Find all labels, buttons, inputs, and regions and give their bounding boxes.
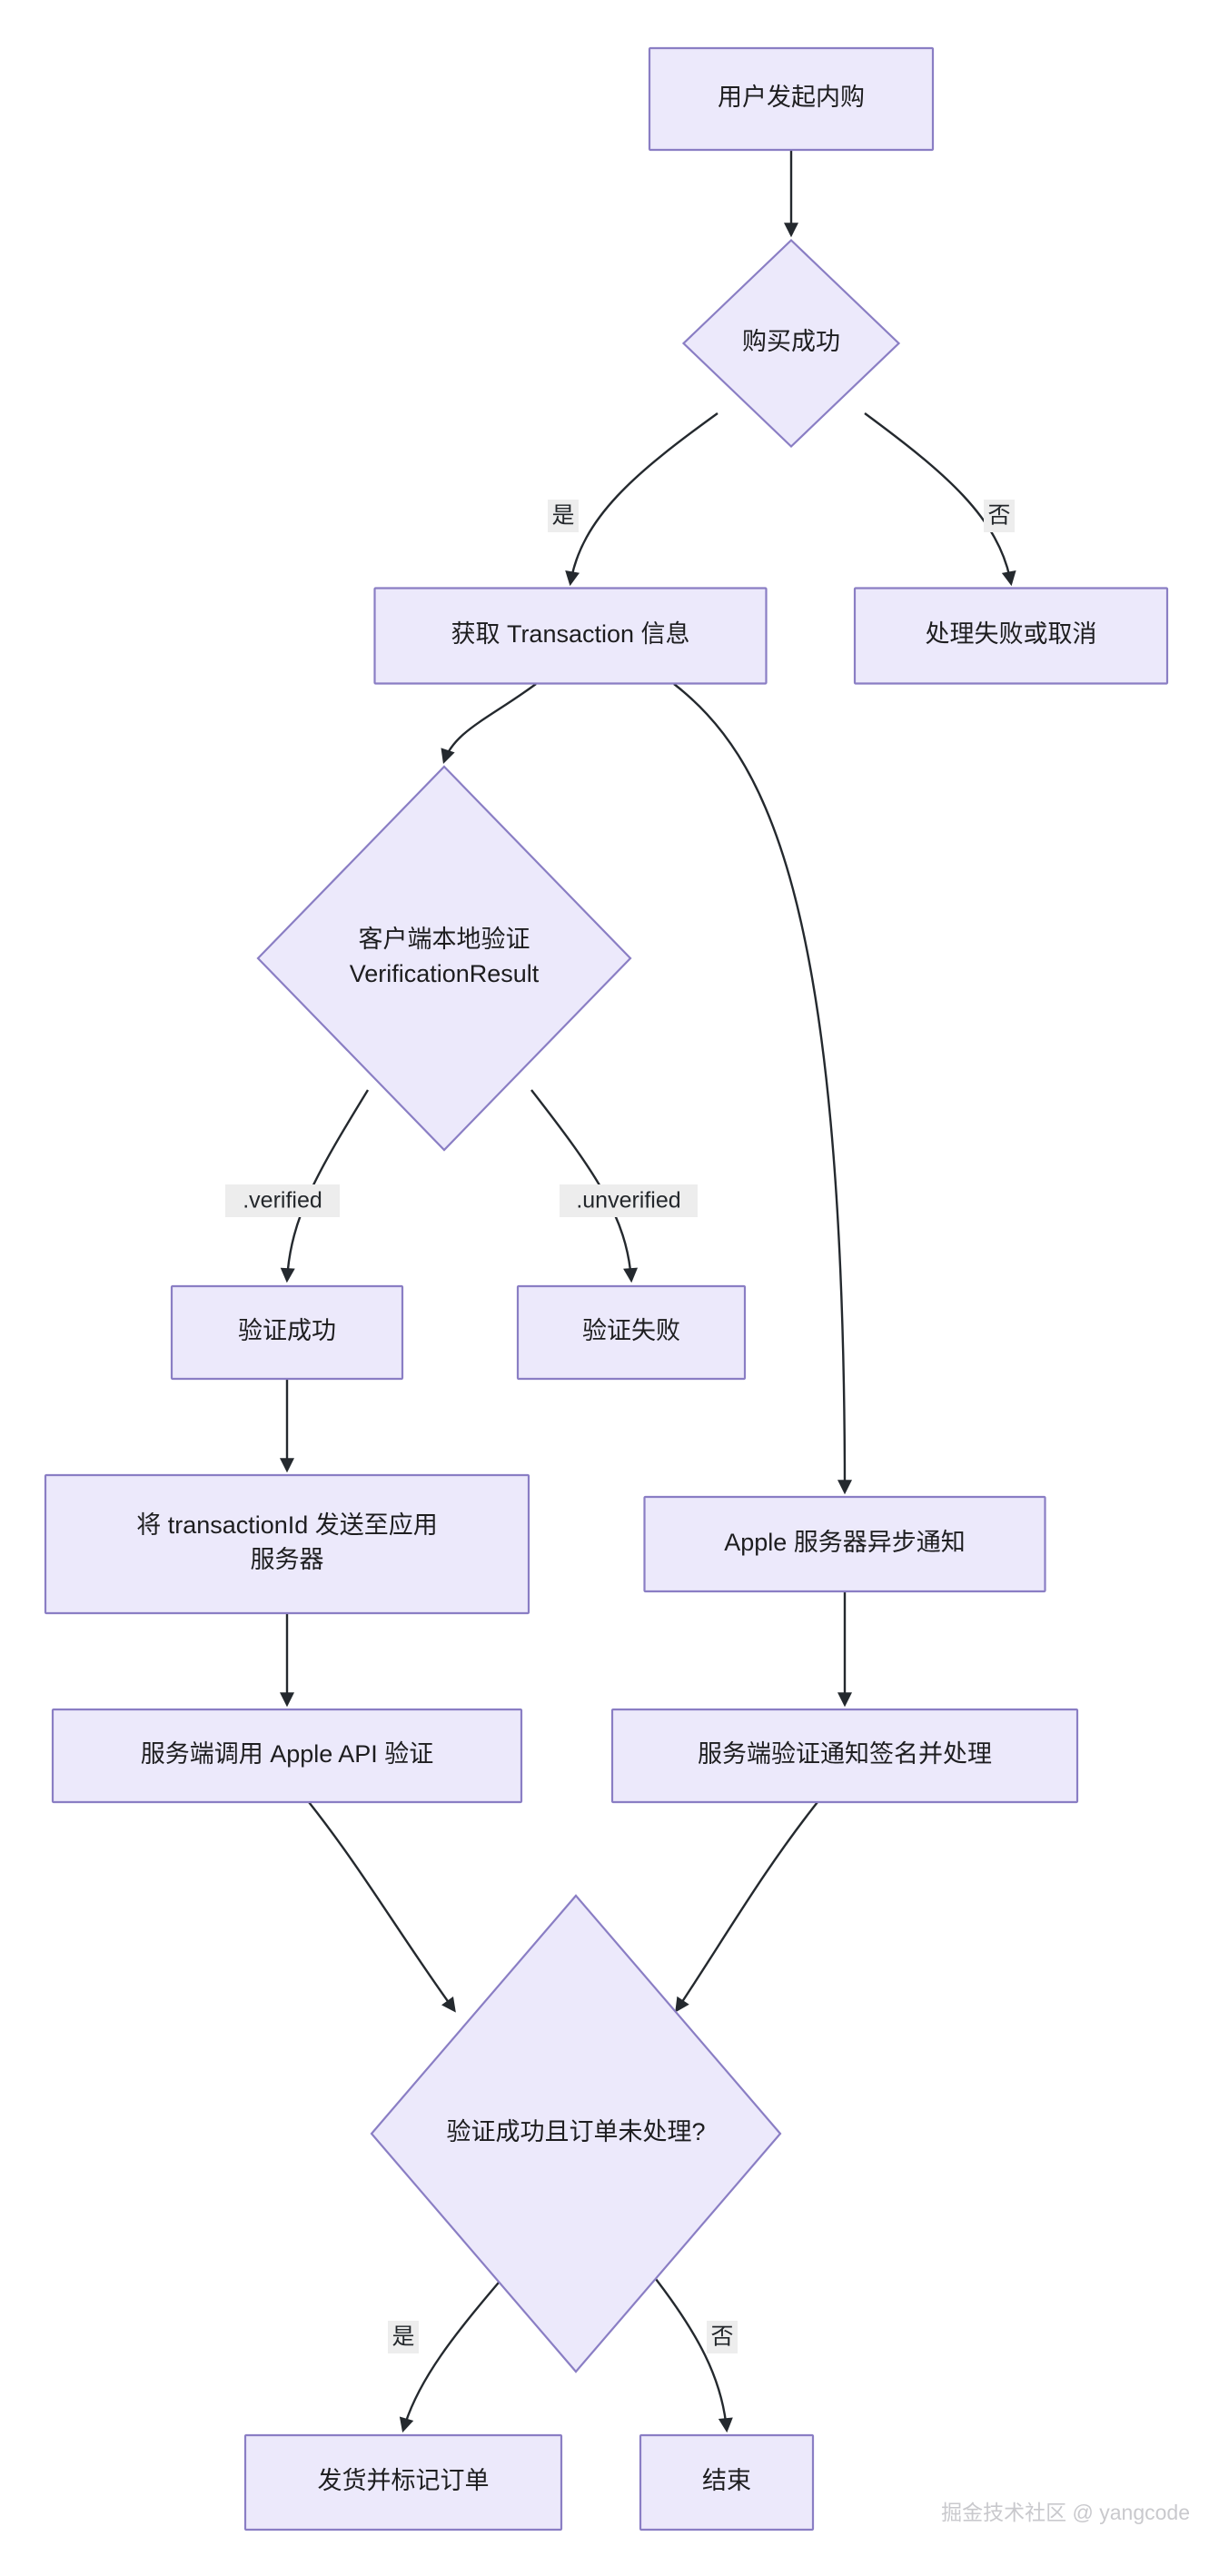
node-label: 处理失败或取消	[926, 620, 1097, 648]
edge-label-background	[560, 1184, 698, 1217]
edge-n3-to-n5	[441, 683, 537, 765]
edge-label: .verified	[225, 1184, 340, 1217]
node-n9[interactable]: Apple 服务器异步通知	[643, 1495, 1046, 1593]
edges-layer	[280, 150, 1016, 2433]
edge-n10-to-n12	[308, 1801, 456, 2013]
node-rect	[516, 1284, 747, 1381]
node-diamond	[256, 765, 632, 1152]
edge-label-text: 是	[391, 2324, 414, 2350]
edge-label-background	[388, 2321, 419, 2353]
node-n14[interactable]: 结束	[639, 2433, 815, 2531]
node-rect	[44, 1473, 530, 1615]
node-label: 服务端验证通知签名并处理	[698, 1740, 992, 1768]
edge-label-text: .verified	[243, 1188, 322, 1214]
node-label: VerificationResult	[350, 960, 540, 987]
node-diamond	[370, 1894, 782, 2373]
edge-label-background	[225, 1184, 340, 1217]
edge-n2-to-n3	[565, 412, 719, 587]
node-n7[interactable]: 验证失败	[516, 1284, 747, 1381]
edge-label-text: .unverified	[576, 1188, 680, 1214]
node-label: 获取 Transaction 信息	[451, 620, 689, 648]
edge-label-text: 否	[987, 503, 1010, 529]
node-n13[interactable]: 发货并标记订单	[243, 2433, 563, 2531]
edge-label-text: 否	[710, 2324, 733, 2350]
node-n11[interactable]: 服务端验证通知签名并处理	[610, 1708, 1079, 1804]
node-n1[interactable]: 用户发起内购	[648, 46, 935, 152]
node-rect	[51, 1708, 523, 1804]
node-label: 发货并标记订单	[318, 2467, 490, 2494]
edge-label: .unverified	[560, 1184, 698, 1217]
node-rect	[170, 1284, 404, 1381]
node-label: 服务端调用 Apple API 验证	[141, 1740, 434, 1768]
edge-n3-to-n9	[673, 683, 852, 1495]
node-label: Apple 服务器异步通知	[724, 1529, 966, 1556]
edge-n2-to-n4	[864, 412, 1016, 587]
node-label: 购买成功	[742, 328, 840, 355]
node-label: 服务器	[251, 1546, 324, 1573]
node-label: 客户端本地验证	[359, 926, 530, 953]
node-rect	[639, 2433, 815, 2531]
node-n4[interactable]: 处理失败或取消	[853, 587, 1169, 685]
node-label: 将 transactionId 发送至应用	[136, 1511, 438, 1539]
node-label: 验证成功且订单未处理?	[446, 2118, 705, 2145]
edge-label-text: 是	[551, 503, 574, 529]
node-rect	[373, 587, 768, 685]
node-label: 验证成功	[238, 1317, 336, 1344]
edge-label: 否	[984, 500, 1015, 532]
node-label: 用户发起内购	[718, 84, 865, 111]
edge-n12-to-n13	[399, 2270, 510, 2433]
watermark-text: 掘金技术社区 @ yangcode	[941, 2501, 1190, 2524]
node-n12[interactable]: 验证成功且订单未处理?	[370, 1894, 782, 2373]
node-n3[interactable]: 获取 Transaction 信息	[373, 587, 768, 685]
node-n5[interactable]: 客户端本地验证 VerificationResult	[256, 765, 632, 1152]
node-rect	[648, 46, 935, 152]
edge-label: 是	[548, 500, 579, 532]
edge-label-background	[548, 500, 579, 532]
edge-n12-to-n14	[649, 2270, 733, 2433]
node-label: 验证失败	[582, 1317, 680, 1344]
edge-label: 是	[388, 2321, 419, 2353]
edge-n11-to-n12	[675, 1801, 818, 2013]
edge-label: 否	[707, 2321, 738, 2353]
node-n10[interactable]: 服务端调用 Apple API 验证	[51, 1708, 523, 1804]
edge-label-background	[707, 2321, 738, 2353]
node-rect	[610, 1708, 1079, 1804]
node-n2[interactable]: 购买成功	[681, 238, 901, 449]
node-rect	[243, 2433, 563, 2531]
node-label: 结束	[702, 2467, 751, 2494]
edge-label-background	[984, 500, 1015, 532]
node-n6[interactable]: 验证成功	[170, 1284, 404, 1381]
edge-labels-layer: 是否.verified.unverified是否	[225, 500, 1015, 2353]
node-rect	[853, 587, 1169, 685]
node-diamond	[681, 238, 901, 449]
node-rect	[643, 1495, 1046, 1593]
